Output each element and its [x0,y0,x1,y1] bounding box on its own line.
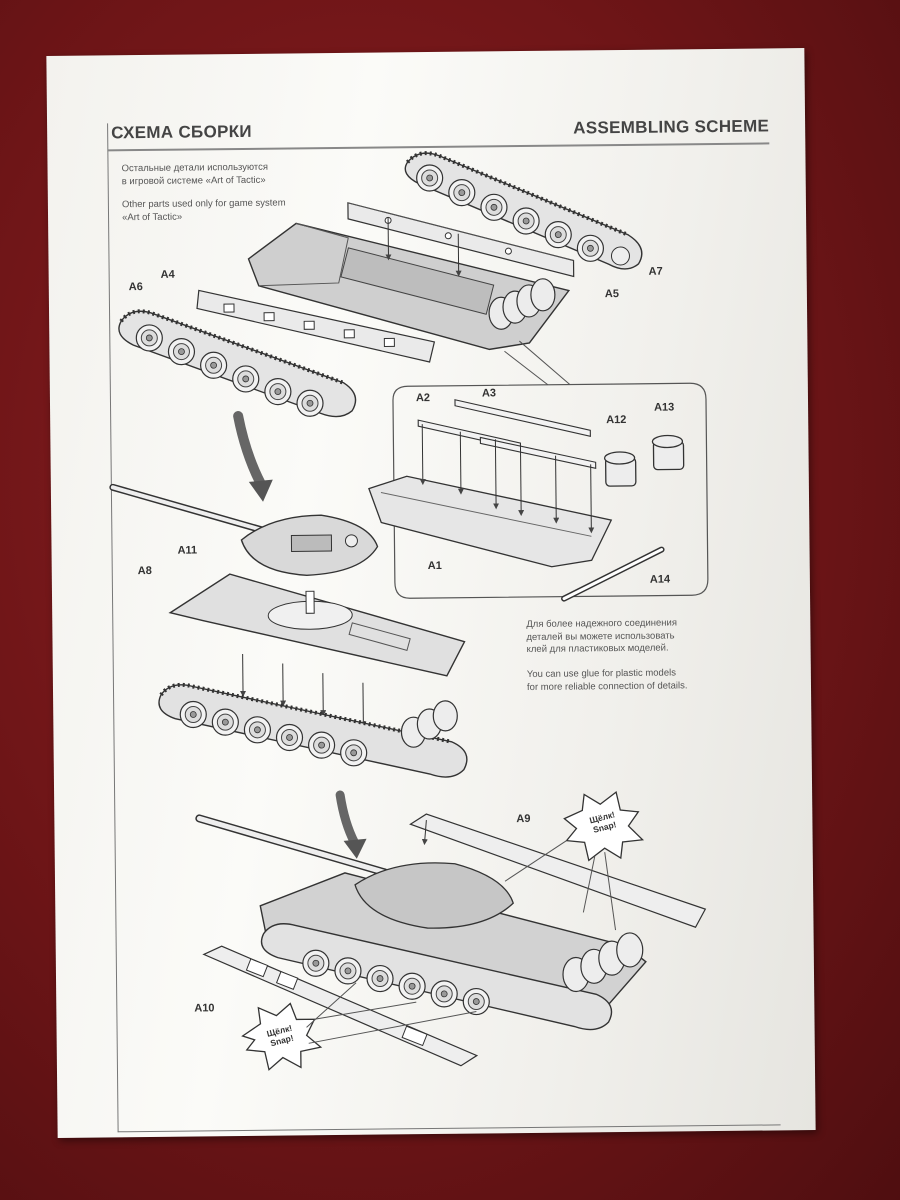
side-plate-a4 [196,289,436,363]
part-label-a13: A13 [654,401,675,414]
detail-box [368,340,709,602]
side-skirt-a9 [409,813,707,928]
track-a6 [118,309,357,418]
track-a7 [404,151,643,270]
arrow-down-icon [248,479,273,502]
part-label-a12: A12 [606,413,627,427]
instruction-sheet: СХЕМА СБОРКИ ASSEMBLING SCHEME Остальные… [46,48,816,1138]
hull-body [247,217,571,351]
part-label-a3: A3 [481,387,497,400]
chassis-assembled [158,682,468,778]
part-label-a4: A4 [160,268,175,281]
part-label-a10: A10 [194,1002,215,1015]
turret-a11 [109,483,379,577]
final-tank [195,814,647,1031]
part-label-a11: A11 [177,544,198,557]
part-label-a8: A8 [137,564,152,578]
part-label-a7: A7 [648,265,663,278]
part-label-a2: A2 [415,391,431,405]
side-plate-a5 [347,202,575,278]
arrow-down-icon [343,838,367,859]
assembly-drawing [109,151,709,1071]
side-skirt-a10 [202,945,479,1067]
part-label-a1: A1 [427,559,442,573]
snap-burst-top [504,790,645,931]
part-label-a9: A9 [516,812,531,826]
part-label-a6: A6 [128,281,143,294]
hull-deck-a8 [168,573,466,728]
part-label-a14: A14 [649,573,671,586]
snap-burst-bottom [241,982,477,1071]
part-label-a5: A5 [604,288,620,301]
